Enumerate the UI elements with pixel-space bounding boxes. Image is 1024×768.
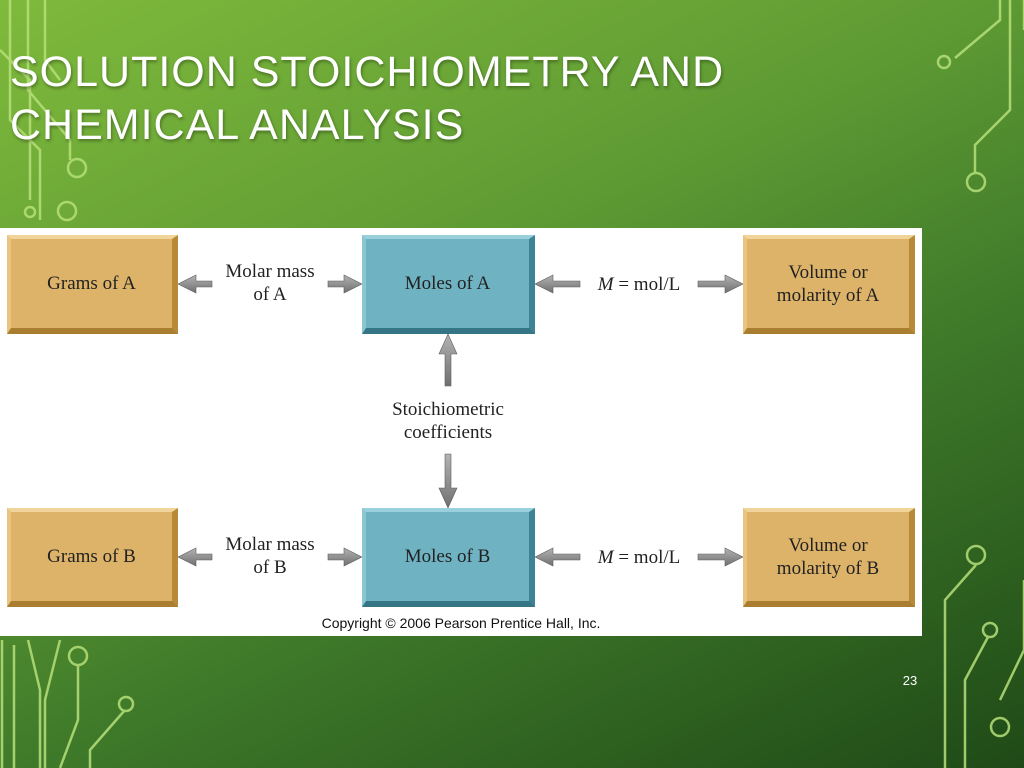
volume-b-line1: Volume or — [788, 534, 868, 556]
molar-mass-b-line2: of B — [253, 557, 287, 578]
arrow-right-volume-b — [697, 547, 744, 567]
arrow-right-volume-a — [697, 274, 744, 294]
molarity-a-symbol: M — [597, 274, 614, 295]
moles-of-b-label: Moles of B — [404, 546, 491, 567]
molarity-a-rest: = mol/L — [613, 274, 681, 295]
molar-mass-a-line2: of A — [253, 284, 287, 305]
moles-of-a-label: Moles of A — [404, 273, 491, 294]
arrow-left-grams-b — [177, 547, 213, 567]
arrow-left-moles-b — [534, 547, 581, 567]
arrow-left-grams-a — [177, 274, 213, 294]
stoichiometry-diagram: Grams of A Molar mass of A Moles of A M … — [0, 228, 922, 636]
molar-mass-a-label: Molar mass of A — [206, 260, 334, 306]
grams-of-a-label: Grams of A — [47, 273, 136, 294]
grams-of-b-box: Grams of B — [7, 508, 178, 607]
molarity-b-symbol: M — [597, 547, 614, 568]
arrow-down-moles-b — [438, 453, 458, 509]
arrow-left-moles-a — [534, 274, 581, 294]
grams-of-a-box: Grams of A — [7, 235, 178, 334]
molar-mass-a-line1: Molar mass — [225, 261, 315, 282]
stoichiometric-coefficients-label: Stoichiometric coefficients — [358, 398, 538, 444]
molar-mass-b-label: Molar mass of B — [206, 533, 334, 579]
stoichiometric-line2: coefficients — [403, 422, 493, 443]
molarity-b-rest: = mol/L — [613, 547, 681, 568]
arrow-right-moles-b — [327, 547, 363, 567]
arrow-right-moles-a — [327, 274, 363, 294]
slide-page-number: 23 — [902, 673, 918, 688]
volume-molarity-b-box: Volume or molarity of B — [743, 508, 915, 607]
volume-a-line1: Volume or — [788, 261, 868, 283]
molarity-b-label: M = mol/L — [578, 546, 700, 569]
molarity-a-label: M = mol/L — [578, 273, 700, 296]
grams-of-b-label: Grams of B — [47, 546, 136, 567]
volume-a-line2: molarity of A — [776, 284, 880, 306]
slide-title: SOLUTION STOICHIOMETRY AND CHEMICAL ANAL… — [10, 48, 725, 149]
moles-of-a-box: Moles of A — [362, 235, 535, 334]
stoichiometric-line1: Stoichiometric — [392, 399, 504, 420]
molar-mass-b-line1: Molar mass — [225, 534, 315, 555]
volume-b-line2: molarity of B — [776, 557, 880, 579]
diagram-arrows — [177, 274, 744, 567]
volume-molarity-a-box: Volume or molarity of A — [743, 235, 915, 334]
moles-of-b-box: Moles of B — [362, 508, 535, 607]
arrow-up-moles-a — [438, 333, 458, 387]
copyright-notice: Copyright © 2006 Pearson Prentice Hall, … — [321, 615, 601, 631]
